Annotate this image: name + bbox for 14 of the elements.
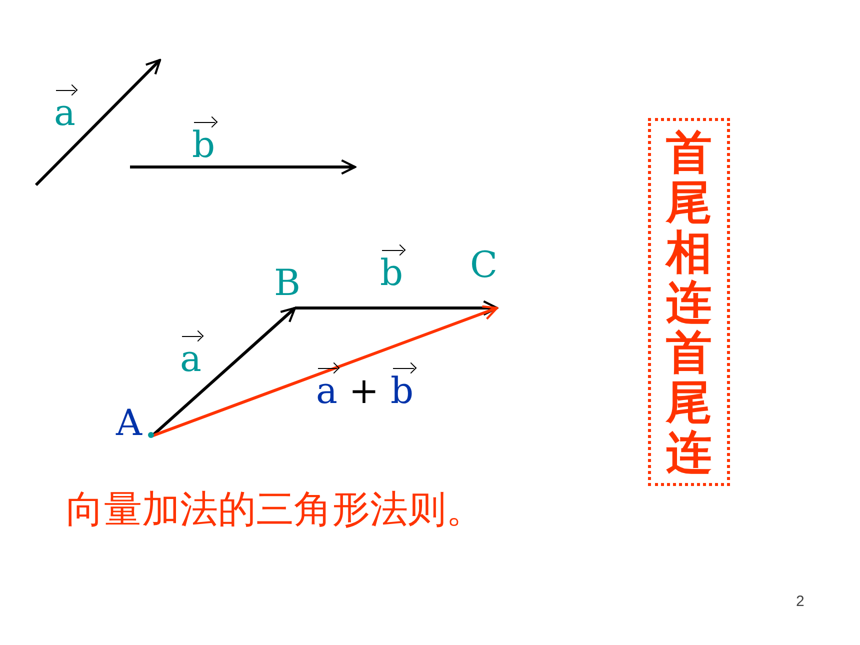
point-label: A xyxy=(116,404,156,444)
point-label: C xyxy=(470,246,500,290)
vector-label: b xyxy=(192,116,216,164)
point-label: B xyxy=(274,264,304,306)
caption: 向量加法的三角形法则。 xyxy=(66,486,484,533)
arrow xyxy=(151,305,498,438)
arrow xyxy=(295,300,498,316)
dotted-text-box xyxy=(648,118,730,486)
vertical-text: 首尾相连首尾连 xyxy=(664,127,713,477)
vector-label: a xyxy=(54,84,76,132)
page-number: 2 xyxy=(796,593,804,610)
edge-label: b xyxy=(380,244,404,292)
edge-label: a xyxy=(180,330,202,378)
edge-label: a + b xyxy=(316,362,414,410)
